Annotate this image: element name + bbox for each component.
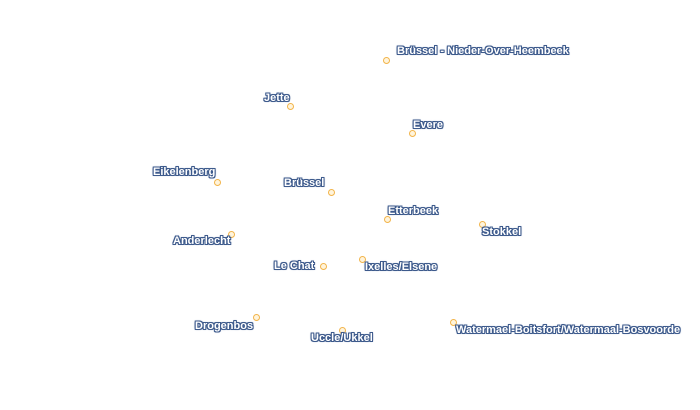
- place-marker[interactable]: [409, 130, 416, 137]
- place-marker[interactable]: [214, 179, 221, 186]
- place-marker[interactable]: [450, 319, 457, 326]
- place-marker[interactable]: [287, 103, 294, 110]
- place-marker[interactable]: [228, 231, 235, 238]
- place-marker[interactable]: [383, 57, 390, 64]
- place-marker[interactable]: [339, 327, 346, 334]
- place-marker[interactable]: [253, 314, 260, 321]
- place-label[interactable]: Stokkel: [482, 226, 522, 238]
- place-label[interactable]: Eikelenberg: [153, 166, 216, 178]
- place-label[interactable]: Watermael-Boitsfort/Watermaal-Bosvoorde: [456, 324, 681, 336]
- place-label[interactable]: Ixelles/Elsene: [365, 261, 438, 273]
- place-label[interactable]: Le Chat: [274, 260, 315, 272]
- place-label[interactable]: Drogenbos: [195, 320, 254, 332]
- place-label[interactable]: Jette: [264, 92, 290, 104]
- place-marker[interactable]: [328, 189, 335, 196]
- place-label[interactable]: Brüssel - Nieder-Over-Heembeek: [397, 45, 569, 57]
- place-marker[interactable]: [479, 221, 486, 228]
- place-label[interactable]: Anderlecht: [173, 235, 231, 247]
- place-label[interactable]: Evere: [413, 119, 443, 131]
- place-label[interactable]: Brüssel: [284, 177, 325, 189]
- place-label[interactable]: Uccle/Ukkel: [311, 332, 373, 344]
- place-marker[interactable]: [359, 256, 366, 263]
- place-label[interactable]: Etterbeek: [388, 205, 439, 217]
- place-marker[interactable]: [320, 263, 327, 270]
- place-marker[interactable]: [384, 216, 391, 223]
